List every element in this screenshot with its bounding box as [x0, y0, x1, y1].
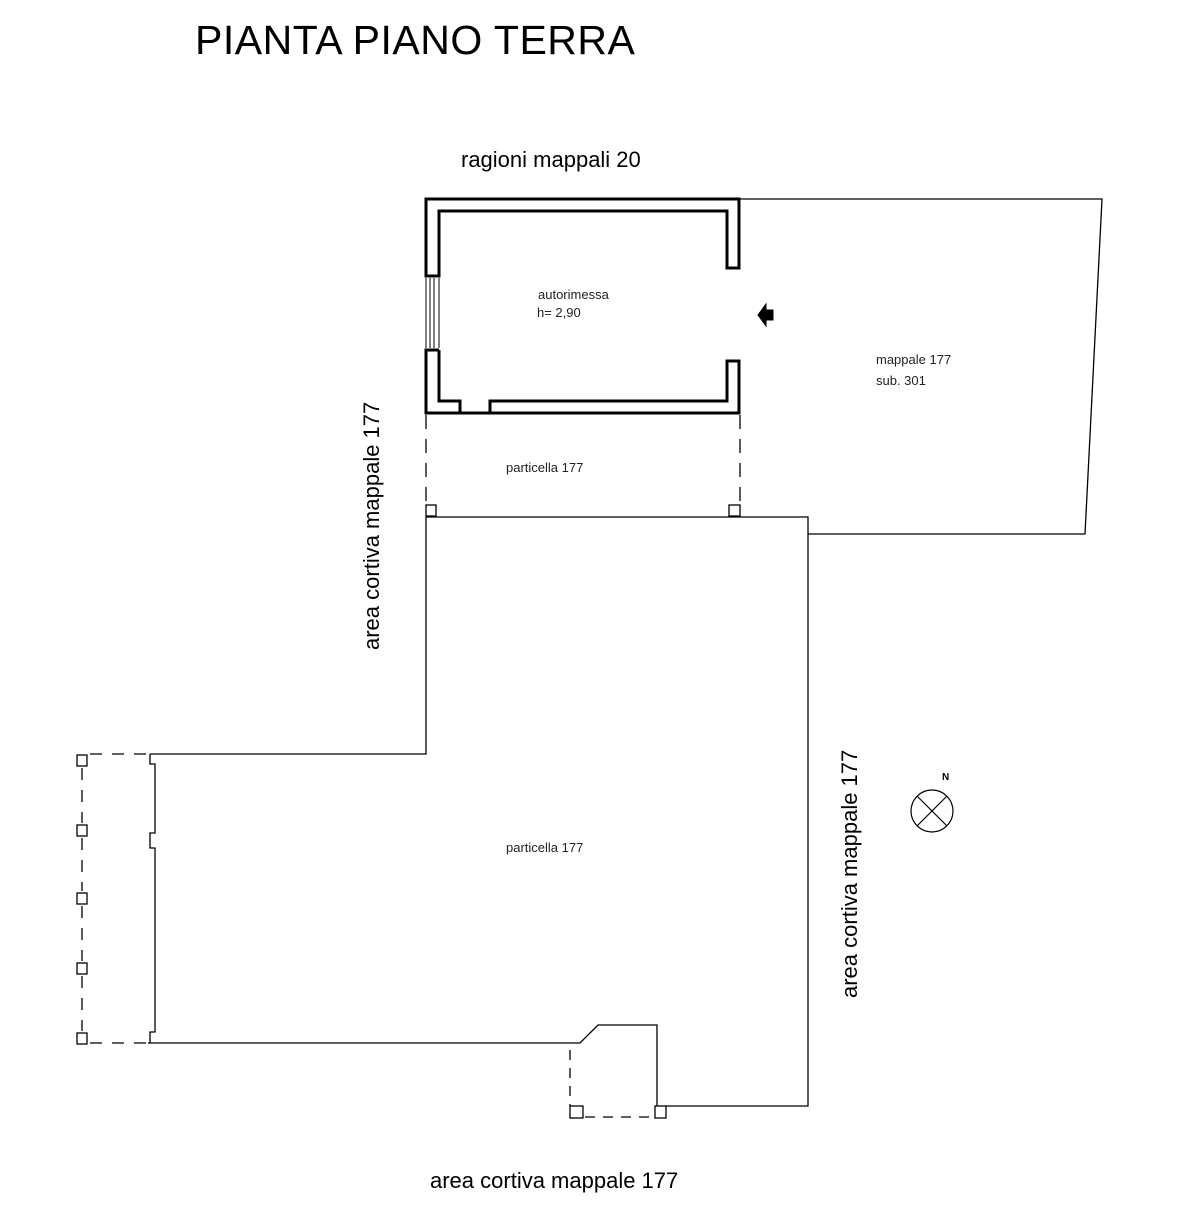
right-lot-outline [739, 198, 1103, 535]
porch-pillar-right [654, 1105, 667, 1119]
main-parcel-label: particella 177 [506, 840, 584, 855]
pillar-right [728, 504, 741, 517]
page-title: PIANTA PIANO TERRA [195, 17, 636, 63]
left-wall [149, 754, 156, 1043]
garage-walls [424, 197, 741, 415]
north-compass-icon [910, 789, 954, 833]
right-lot-sub-label: sub. 301 [876, 373, 926, 388]
garage-height-label: h= 2,90 [537, 305, 581, 320]
pillar-left [425, 504, 437, 517]
bottom-porch-dashed [569, 1050, 655, 1118]
left-portico-dashed [81, 753, 148, 1044]
right-lot-name-label: mappale 177 [876, 352, 952, 367]
main-parcel-outline [148, 516, 809, 1107]
bottom-border-label: area cortiva mappale 177 [430, 1168, 679, 1193]
strip-dashed-lines [425, 415, 741, 505]
left-portico-pillars [76, 754, 88, 1045]
entrance-arrow-icon [757, 302, 774, 328]
right-border-label: area cortiva mappale 177 [837, 749, 862, 998]
top-border-label: ragioni mappali 20 [461, 147, 641, 172]
left-border-label: area cortiva mappale 177 [359, 401, 384, 650]
porch-pillar-left [569, 1105, 584, 1119]
garage-name-label: autorimessa [538, 287, 609, 302]
garage-window [425, 278, 440, 348]
north-label: N [942, 772, 950, 783]
strip-parcel-label: particella 177 [506, 460, 584, 475]
